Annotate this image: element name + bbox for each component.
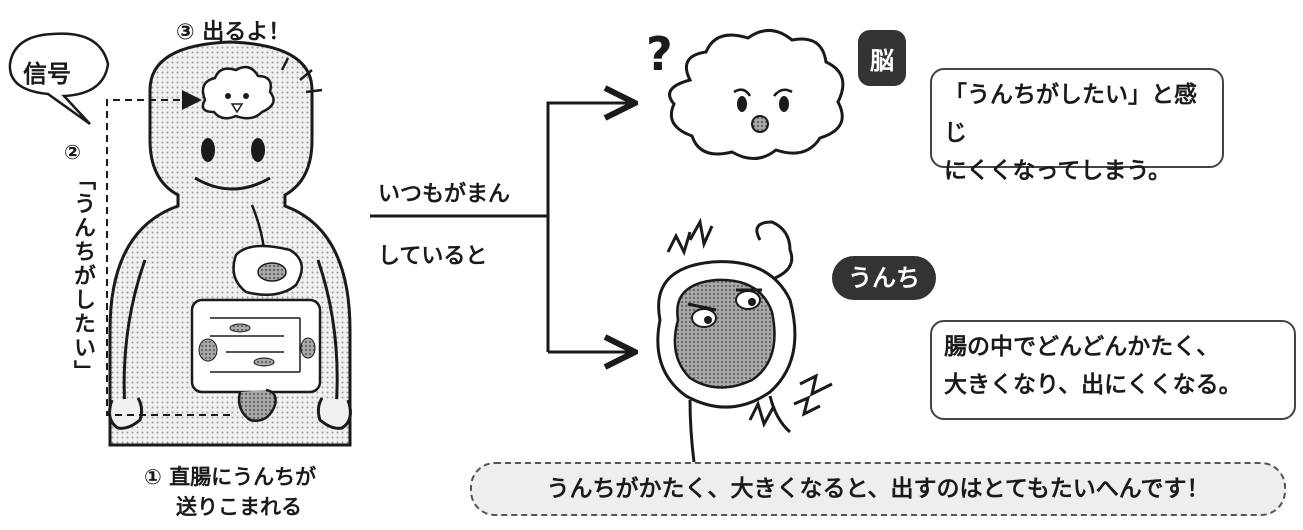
brain-tag: 脳 [858,30,906,86]
intestines [190,204,322,422]
step1-label: ① 直腸にうんちが 送りこまれる [144,462,316,522]
step1-line2: 送りこまれる [176,495,302,519]
step2-number: ② [64,140,81,164]
bottom-summary: うんちがかたく、大きくなると、出すのはとてもたいへんです！ [470,462,1286,516]
brain-text-line2: にくくなってしまう。 [944,158,1172,184]
signal-label: 信号 [23,60,71,88]
brain-text-line1: 「うんちがしたい」と感じ [944,82,1197,146]
gut-explanation-box: 腸の中でどんどんかたく、 大きくなり、出にくくなる。 [930,320,1296,420]
brain-explanation-box: 「うんちがしたい」と感じ にくくなってしまう。 [930,68,1224,184]
signal-path [106,90,230,416]
step1-line1: ① 直腸にうんちが [144,465,317,489]
face [194,138,271,191]
arrow-label-line2: していると [378,244,488,269]
small-brain-icon [201,57,323,120]
signal-bubble [8,32,110,126]
unchi-tag: うんち [832,256,936,300]
gut-text-line2: 大きくなり、出にくくなる。 [944,372,1242,398]
step3-label: ③ 出るよ！ [176,20,291,45]
stuck-poop-icon [656,217,833,463]
arrow-label-line1: いつもがまん [378,182,511,207]
gut-text-line1: 腸の中でどんどんかたく、 [944,334,1220,360]
branch-arrows [370,103,632,352]
svg-text:?: ? [646,27,673,81]
step2-text: 「うんちがしたい」 [70,168,95,384]
confused-brain-icon: ? [646,27,845,160]
